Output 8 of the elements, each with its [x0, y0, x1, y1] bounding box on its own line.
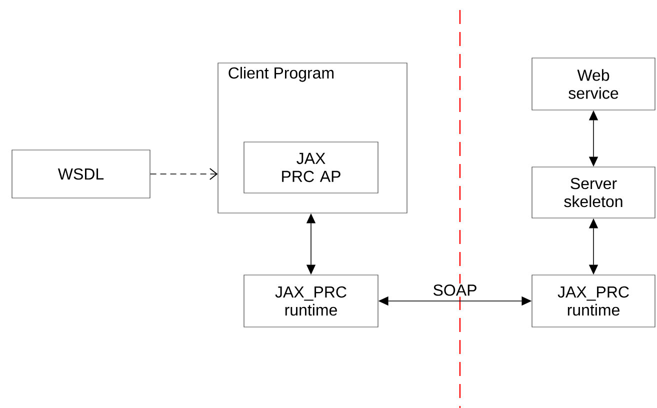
runtime-box: JAX_PRC runtime	[532, 274, 656, 328]
file-box: WSDL	[12, 150, 150, 198]
arrow	[150, 168, 218, 180]
edge-label: SOAP	[432, 283, 478, 297]
runtime-box: JAX_PRC runtime	[244, 274, 378, 328]
skeleton-box: Server skeleton	[532, 166, 656, 218]
service-box: Web service	[532, 58, 656, 110]
api-box: JAX PRC AP	[244, 142, 378, 194]
